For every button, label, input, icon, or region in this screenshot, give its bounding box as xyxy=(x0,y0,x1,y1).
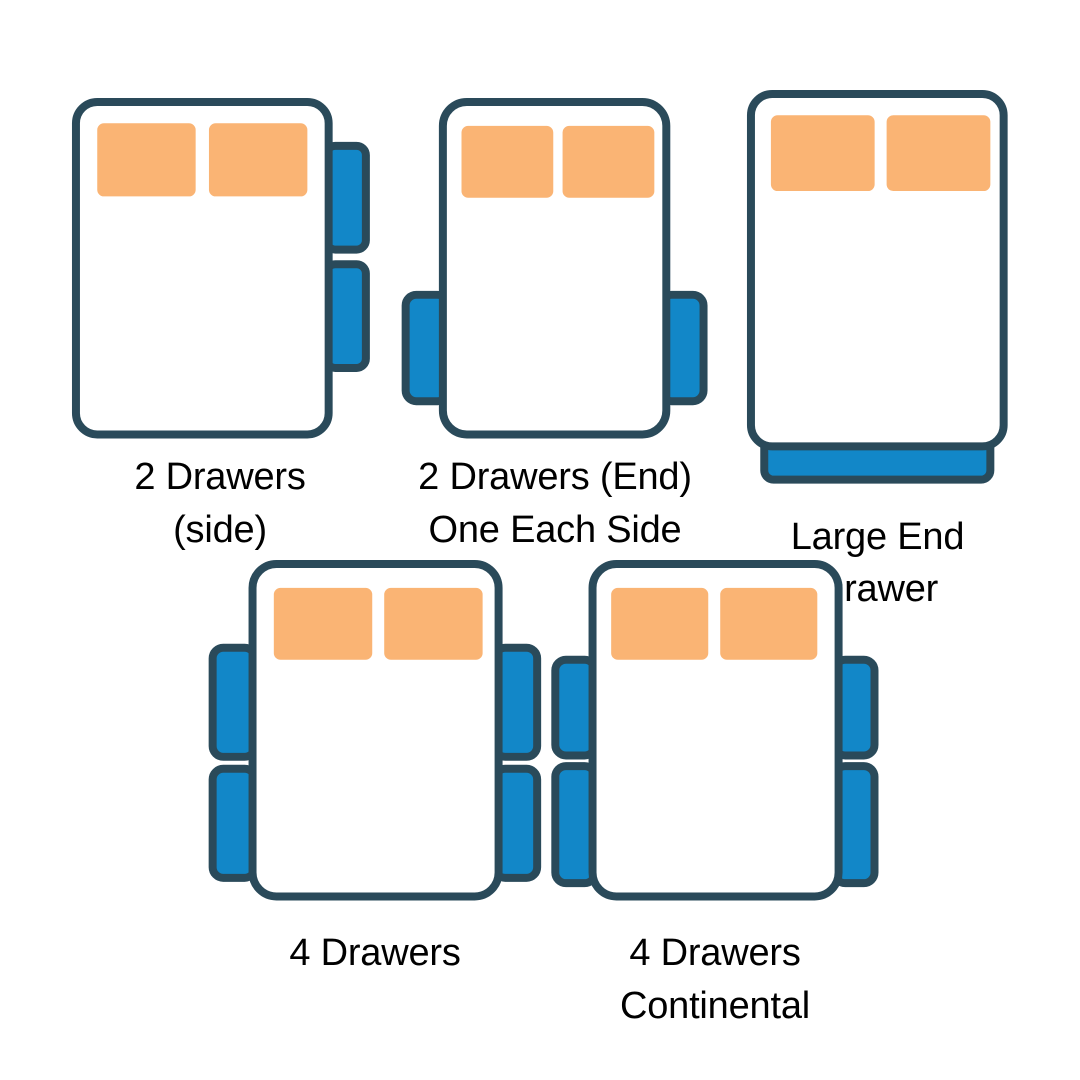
drawer-group xyxy=(208,643,542,882)
bed-option-label-4-drawers-continental: 4 Drawers Continental xyxy=(619,932,811,1027)
bed-diagram-4-drawers xyxy=(208,559,542,901)
pillow-1 xyxy=(273,587,373,660)
bed-option-label-4-drawers: 4 Drawers xyxy=(289,932,461,975)
pillow-2 xyxy=(886,115,990,192)
pillow-2 xyxy=(384,587,483,660)
pillow-group xyxy=(611,587,818,660)
bed-option-2-drawers-end-one-each-side[interactable]: 2 Drawers (End) One Each Side xyxy=(390,86,720,556)
bed-diagram-large-end-drawer xyxy=(746,89,1008,484)
pillow-1 xyxy=(97,123,197,197)
pillow-group xyxy=(461,125,655,198)
drawer-group xyxy=(322,141,371,372)
bed-option-4-drawers[interactable]: 4 Drawers xyxy=(208,548,542,980)
pillow-group xyxy=(97,123,308,197)
pillow-1 xyxy=(611,587,709,660)
bed-diagram-2-drawers-side xyxy=(72,97,371,439)
bed-diagram-4-drawers-continental xyxy=(551,559,879,901)
pillow-group xyxy=(273,587,483,660)
bed-option-label-2-drawers-side: 2 Drawers (side) xyxy=(134,456,306,551)
bed-diagram-2-drawers-end-one-each-side xyxy=(402,97,708,439)
bed-option-2-drawers-side[interactable]: 2 Drawers (side) xyxy=(55,86,385,556)
pillow-group xyxy=(770,115,990,192)
pillow-1 xyxy=(770,115,875,192)
bed-option-large-end-drawer[interactable]: Large End Drawer xyxy=(730,78,1025,616)
pillow-2 xyxy=(209,123,308,197)
bed-option-4-drawers-continental[interactable]: 4 Drawers Continental xyxy=(551,548,879,1032)
bed-option-label-2-drawers-end-one-each-side: 2 Drawers (End) One Each Side xyxy=(418,456,692,551)
drawer-group xyxy=(402,290,708,406)
drawer-group xyxy=(551,655,879,888)
pillow-2 xyxy=(720,587,818,660)
pillow-2 xyxy=(562,125,655,198)
pillow-1 xyxy=(461,125,554,198)
